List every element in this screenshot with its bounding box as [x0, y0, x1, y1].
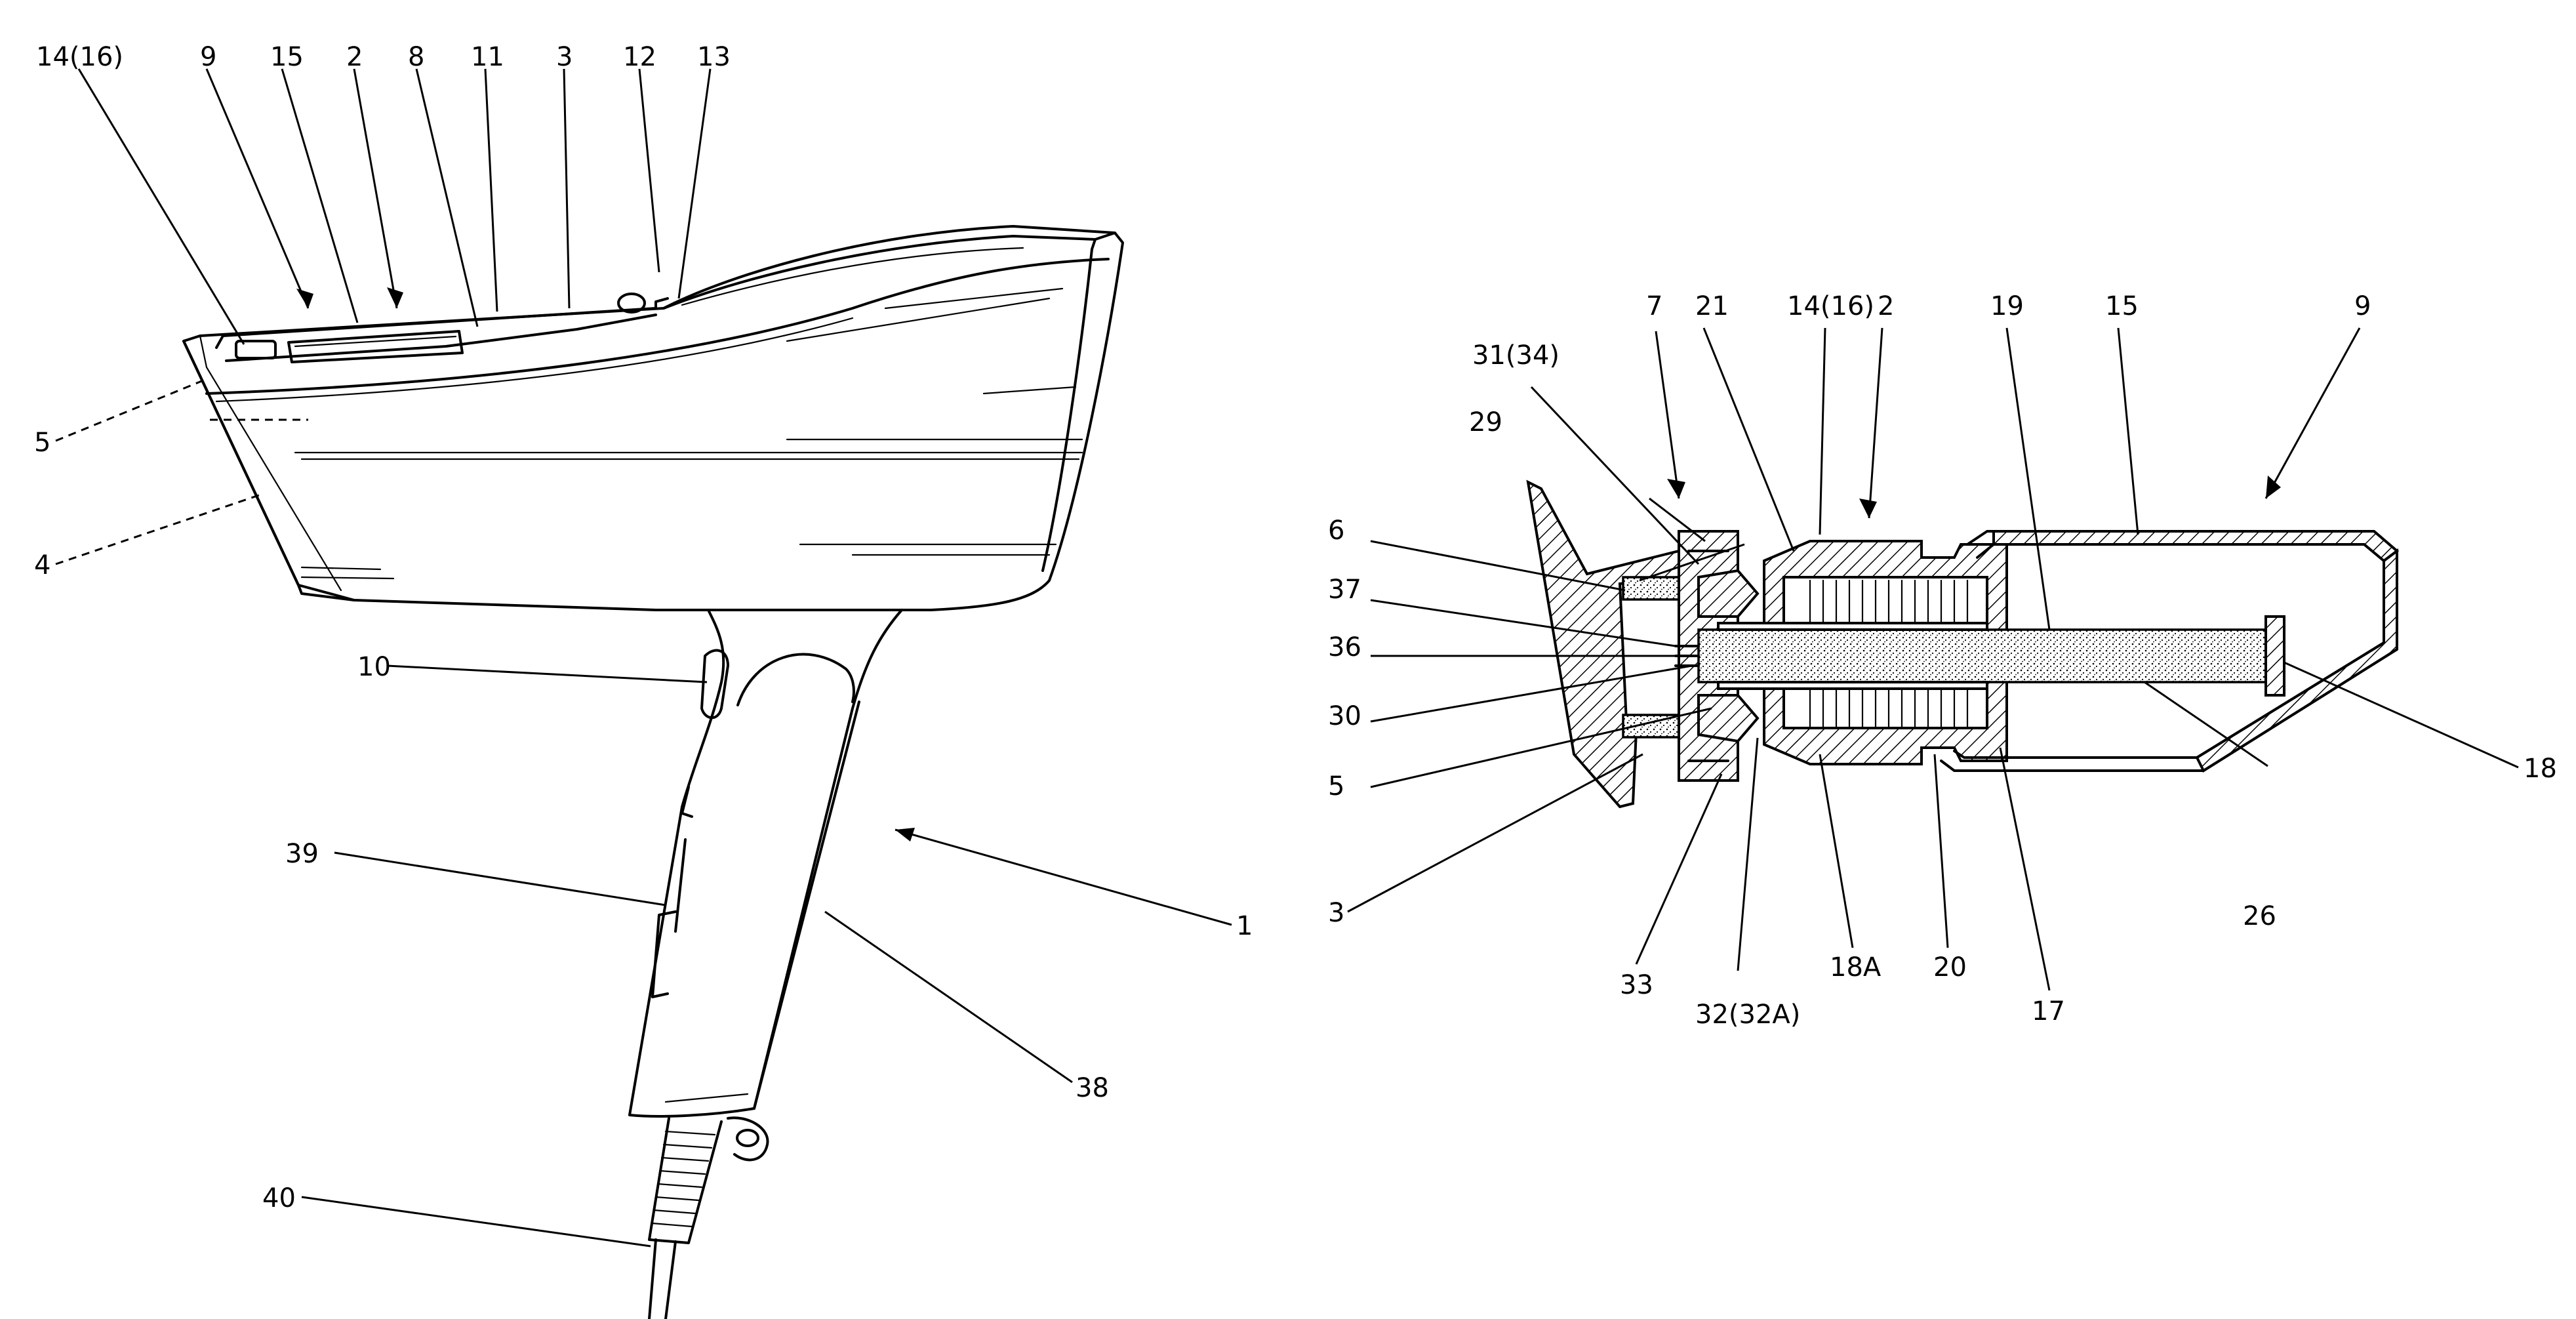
label-30: 30: [1328, 701, 1361, 731]
label-1: 1: [1236, 911, 1253, 941]
label-18: 18: [2524, 754, 2557, 784]
label-2: 2: [1878, 291, 1894, 321]
label-9: 9: [2354, 291, 2371, 321]
label-15: 15: [270, 42, 304, 72]
label-9: 9: [200, 42, 216, 72]
label-38: 38: [1076, 1073, 1109, 1103]
label-19: 19: [1990, 291, 2024, 321]
dryer-body: [184, 226, 1123, 610]
label-20: 20: [1933, 952, 1967, 983]
label-32-32a: 32(32A): [1695, 1000, 1800, 1030]
label-6: 6: [1328, 516, 1344, 546]
label-8: 8: [408, 42, 424, 72]
label-14-16: 14(16): [36, 42, 123, 72]
label-31-34: 31(34): [1472, 340, 1560, 371]
label-26: 26: [2243, 901, 2276, 931]
label-2: 2: [346, 42, 363, 72]
label-40: 40: [262, 1183, 296, 1213]
label-37: 37: [1328, 575, 1361, 605]
label-14-16: 14(16): [1787, 291, 1874, 321]
label-33: 33: [1620, 970, 1653, 1000]
small-button: [236, 341, 275, 358]
label-21: 21: [1695, 291, 1729, 321]
label-7: 7: [1646, 291, 1662, 321]
label-17: 17: [2032, 996, 2065, 1026]
wick: [1699, 630, 2269, 682]
label-11: 11: [471, 42, 504, 72]
hair-dryer-figure: 14(16) 9 15 2 8 11 3 12 13 5 4 10 39 1 3…: [34, 42, 1253, 1319]
control-strip: [216, 298, 668, 348]
label-36: 36: [1328, 632, 1361, 662]
dryer-handle: [630, 610, 902, 1116]
porous-element-top: [1623, 577, 1679, 599]
cross-section-figure: 7 21 14(16) 2 19 15 9 31(34) 29 6 37 36 …: [1328, 291, 2557, 1030]
label-29: 29: [1469, 407, 1502, 437]
label-10: 10: [357, 652, 391, 682]
label-4: 4: [34, 550, 50, 580]
label-39: 39: [285, 839, 319, 869]
label-18a: 18A: [1830, 952, 1882, 983]
end-cap: [2266, 617, 2284, 695]
label-12: 12: [623, 42, 656, 72]
hang-loop: [728, 1118, 767, 1160]
label-5: 5: [34, 428, 50, 458]
label-5: 5: [1328, 771, 1344, 802]
label-15: 15: [2105, 291, 2139, 321]
label-13: 13: [697, 42, 731, 72]
label-3: 3: [1328, 898, 1344, 928]
side-switch: [653, 840, 685, 997]
label-3: 3: [556, 42, 573, 72]
